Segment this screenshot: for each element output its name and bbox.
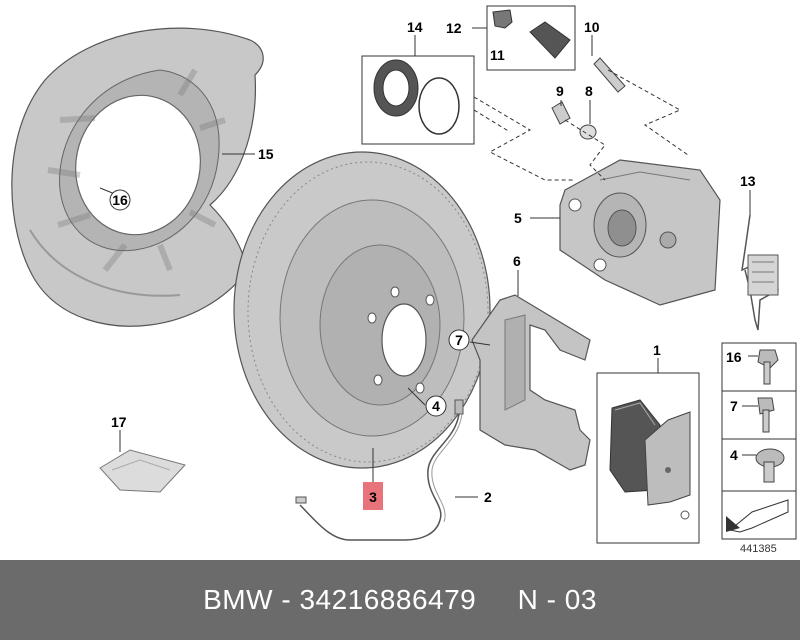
callout-9: 9 <box>556 83 564 99</box>
callout-11: 11 <box>490 47 505 63</box>
brake-caliper <box>559 159 721 306</box>
callout-10: 10 <box>584 19 600 35</box>
dust-shield <box>11 27 264 327</box>
callout-1: 1 <box>653 342 661 358</box>
guide-bolt <box>593 57 626 93</box>
grease-packet <box>99 449 186 493</box>
fasteners-legend <box>721 342 797 540</box>
brake-disc <box>233 151 491 469</box>
wear-sensor <box>295 399 464 541</box>
bleeder-valve <box>551 101 571 125</box>
caliper-carrier <box>471 294 591 471</box>
legend-label-16: 16 <box>726 349 742 365</box>
footer-bar: BMW - 34216886479 N - 03 <box>0 560 800 640</box>
callout-5: 5 <box>514 210 522 226</box>
callout-16: 16 <box>112 192 128 208</box>
callout-6: 6 <box>513 253 521 269</box>
parts-diagram: 14 12 11 10 9 8 13 5 6 15 1 2 17 16 7 4 … <box>11 5 797 555</box>
callout-7: 7 <box>455 332 463 348</box>
diagram-number: 441385 <box>740 543 777 555</box>
callout-17: 17 <box>111 414 127 430</box>
callout-2: 2 <box>484 489 492 505</box>
anti-rattle-spring <box>741 214 779 331</box>
footer-gap <box>476 584 517 616</box>
callout-15: 15 <box>258 146 274 162</box>
legend-label-7: 7 <box>730 398 738 414</box>
callout-8: 8 <box>585 83 593 99</box>
brake-pads <box>596 372 700 544</box>
footer-part-number: 34216886479 <box>299 584 477 615</box>
legend-label-4: 4 <box>730 447 738 463</box>
bleeder-cap <box>579 124 597 140</box>
seal-kit <box>361 55 475 145</box>
callout-14: 14 <box>407 19 423 35</box>
callout-13: 13 <box>740 173 756 189</box>
footer-position: N - 03 <box>517 584 597 615</box>
assembly-lines <box>473 69 689 181</box>
callout-4: 4 <box>432 398 440 414</box>
callout-12: 12 <box>446 20 462 36</box>
callout-3: 3 <box>369 489 377 505</box>
callout-3-highlight <box>363 482 383 510</box>
footer-sep: - <box>273 584 300 615</box>
footer-brand: BMW <box>203 584 274 615</box>
guide-sleeve-kit <box>486 5 576 71</box>
